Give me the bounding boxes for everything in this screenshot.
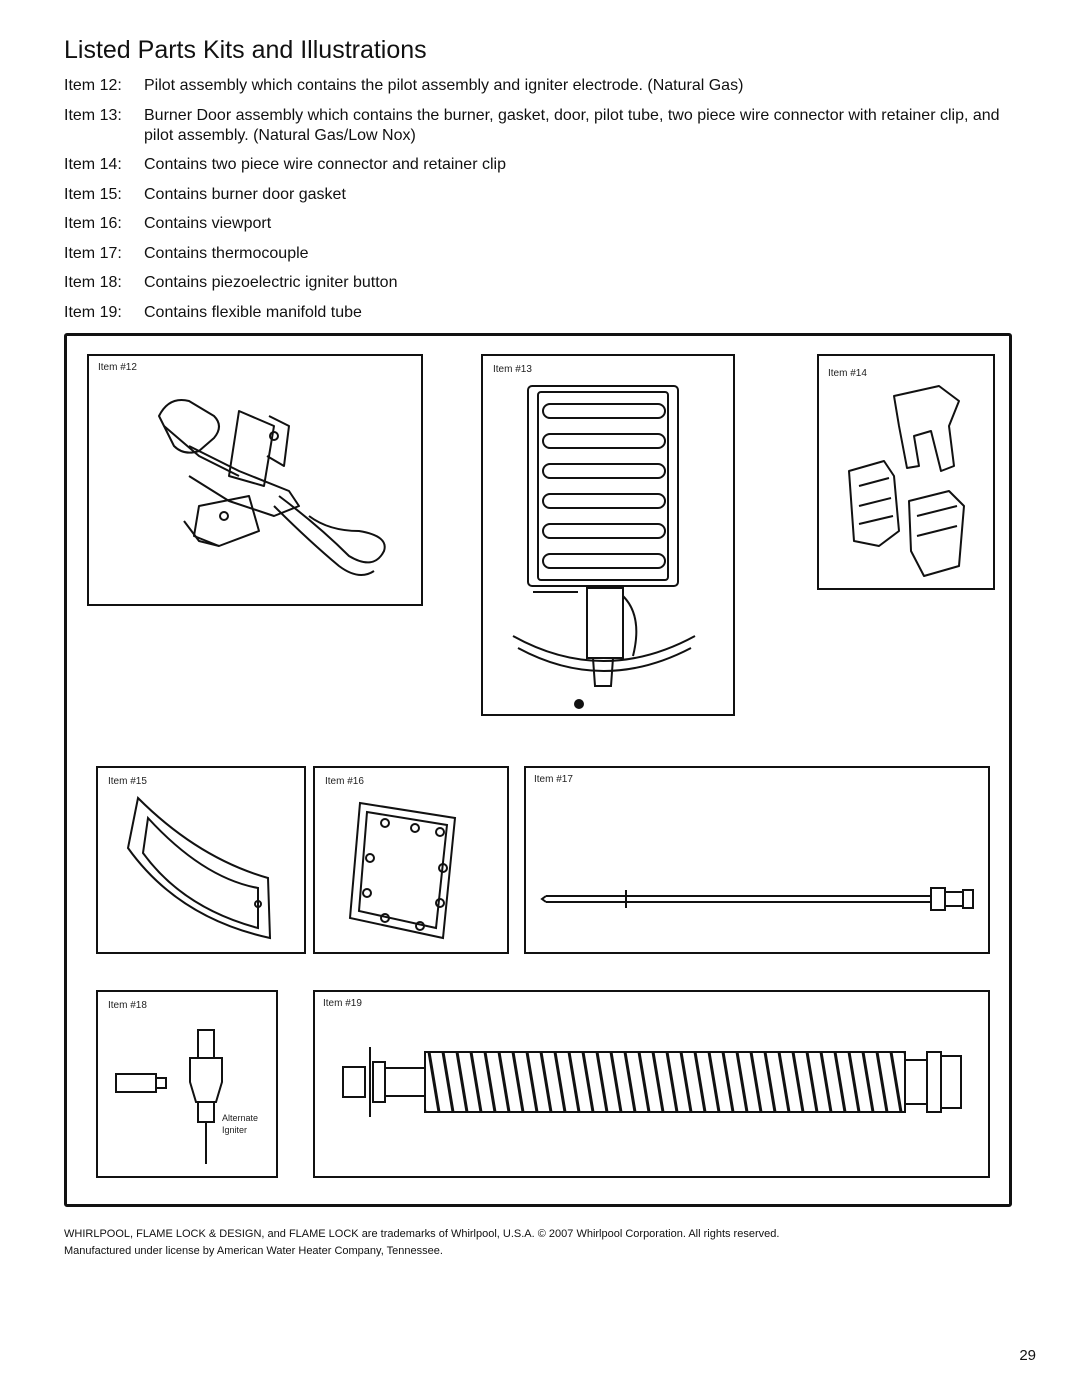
item-text: Pilot assembly which contains the pilot … [144, 77, 744, 94]
page-title: Listed Parts Kits and Illustrations [64, 36, 427, 64]
illustration-item-15: Item #15 [96, 766, 306, 954]
caption-item-15: Item #15 [108, 776, 147, 787]
flexible-manifold-tube-drawing [342, 1047, 962, 1117]
viewport-drawing [348, 801, 457, 940]
caption-item-19: Item #19 [323, 998, 362, 1009]
item-label: Item 12: [64, 77, 122, 94]
item-text: Contains piezoelectric igniter button [144, 274, 398, 291]
item-label: Item 18: [64, 274, 122, 291]
item-label: Item 14: [64, 156, 122, 173]
illustration-item-12: Item #12 [87, 354, 423, 606]
caption-item-13: Item #13 [493, 364, 532, 375]
burner-door-assembly-drawing [512, 385, 696, 709]
item-label: Item 13: [64, 106, 122, 124]
footer-line-1: WHIRLPOOL, FLAME LOCK & DESIGN, and FLAM… [64, 1228, 780, 1240]
item-text: Burner Door assembly which contains the … [144, 106, 1000, 144]
igniter-button-drawing [115, 1029, 223, 1164]
caption-item-18: Item #18 [108, 1000, 147, 1011]
item-label: Item 17: [64, 244, 122, 262]
item-text: Contains thermocouple [144, 244, 309, 262]
caption-item-16: Item #16 [325, 776, 364, 787]
wire-connector-drawing [848, 385, 965, 577]
list-item: Item 17: Contains thermocouple [64, 244, 1024, 264]
page-number: 29 [1019, 1347, 1036, 1364]
list-item: Item 13: Burner Door assembly which conta… [64, 106, 1024, 146]
list-item: Item 16: Contains viewport [64, 214, 1024, 234]
alternate-igniter-label: Alternate [222, 1113, 259, 1123]
trademark-footer: WHIRLPOOL, FLAME LOCK & DESIGN, and FLAM… [64, 1226, 1024, 1260]
footer-line-2: Manufactured under license by American W… [64, 1245, 443, 1257]
item-text: Contains two piece wire connector and re… [144, 156, 506, 173]
item-text: Contains viewport [144, 215, 272, 232]
item-label: Item 16: [64, 215, 122, 232]
illustration-item-18: Item #18 Alternate Igniter [96, 990, 278, 1178]
list-item: Item 15: Contains burner door gasket [64, 185, 1024, 205]
illustration-item-13: Item #13 [481, 354, 735, 716]
pilot-assembly-drawing [158, 399, 386, 576]
list-item: Item 14: Contains two piece wire connecto… [64, 155, 1024, 175]
alternate-igniter-label-2: Igniter [222, 1125, 248, 1135]
item-list: Item 12: Pilot assembly which contains th… [64, 76, 1024, 332]
caption-item-14: Item #14 [828, 368, 867, 379]
item-text: Contains burner door gasket [144, 185, 346, 203]
list-item: Item 18: Contains piezoelectric igniter b… [64, 273, 1024, 293]
item-label: Item 19: [64, 303, 122, 321]
illustration-item-16: Item #16 [313, 766, 509, 954]
illustrations-frame: Item #12 Item #13 [64, 333, 1012, 1207]
illustration-item-19: Item #19 [313, 990, 990, 1178]
thermocouple-drawing [540, 887, 974, 911]
list-item: Item 12: Pilot assembly which contains th… [64, 76, 1024, 96]
caption-item-17: Item #17 [534, 774, 573, 785]
illustration-item-17: Item #17 [524, 766, 990, 954]
item-text: Contains flexible manifold tube [144, 303, 362, 321]
illustration-item-14: Item #14 [817, 354, 995, 590]
list-item: Item 19: Contains flexible manifold tube [64, 303, 1024, 323]
burner-door-gasket-drawing [126, 795, 272, 940]
item-label: Item 15: [64, 185, 122, 203]
caption-item-12: Item #12 [98, 362, 137, 373]
